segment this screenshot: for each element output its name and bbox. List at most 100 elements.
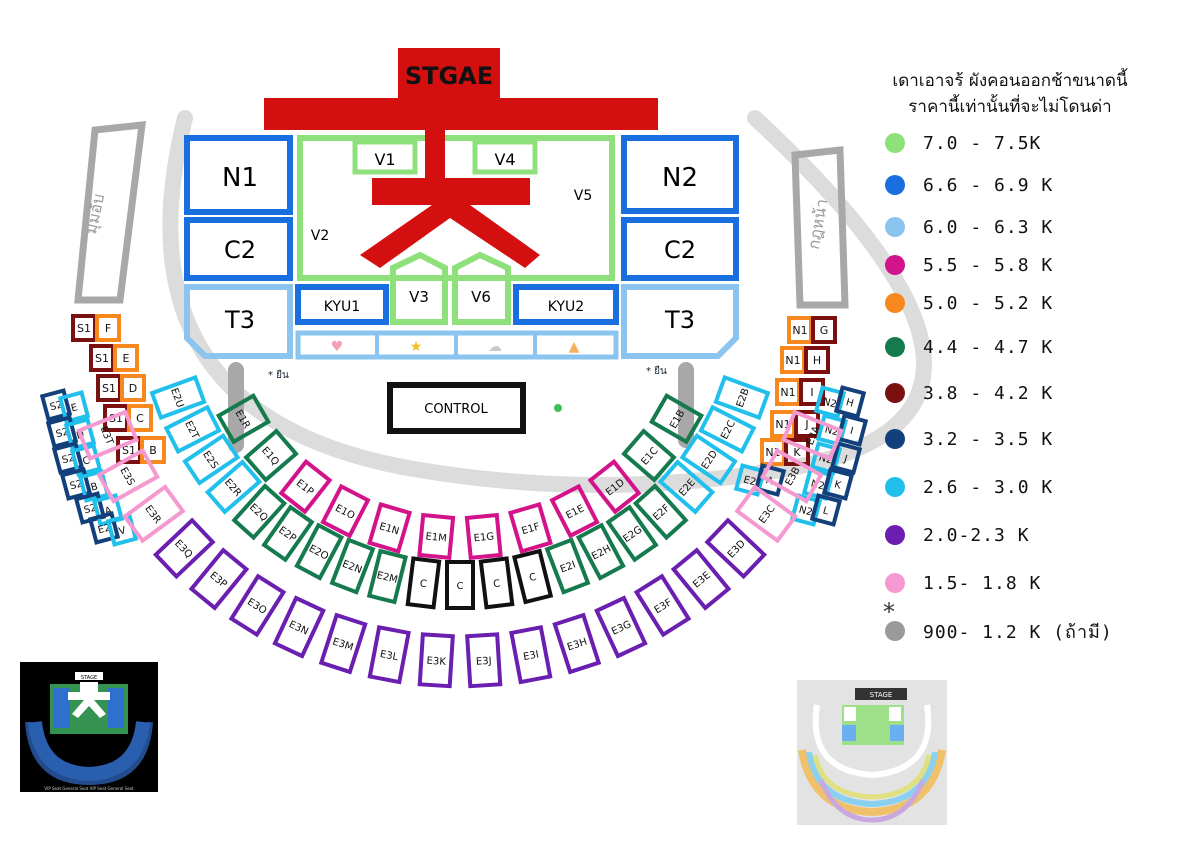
- section-right-inner-orange[interactable]: N1: [787, 316, 813, 344]
- stage-label: STGAE: [405, 62, 493, 90]
- section-c2-right[interactable]: [621, 217, 739, 281]
- section-e3[interactable]: E3N: [272, 595, 326, 659]
- section-e3[interactable]: E3O: [228, 573, 287, 638]
- section-e3-outline: [633, 573, 692, 638]
- section-e1[interactable]: E1E: [549, 483, 600, 539]
- section-n1[interactable]: [184, 135, 293, 215]
- section-e2[interactable]: C: [405, 556, 442, 610]
- section-left-inner-orange-outline: [120, 374, 146, 402]
- section-e2-label: E2B: [735, 387, 752, 409]
- section-right-inner-orange[interactable]: N1: [780, 346, 806, 374]
- legend-row: 6.0 - 6.3 K: [885, 212, 1053, 242]
- section-n2[interactable]: [621, 135, 739, 214]
- side-zone-left[interactable]: [74, 121, 147, 304]
- section-c2-left[interactable]: [184, 217, 293, 281]
- section-e3[interactable]: E3M: [318, 612, 368, 675]
- section-e3[interactable]: E3H: [552, 612, 602, 675]
- section-v1[interactable]: [352, 139, 418, 175]
- section-e1[interactable]: E1F: [507, 501, 553, 554]
- section-kyu1-label: KYU1: [324, 299, 360, 315]
- section-right-inner-maroon[interactable]: H: [804, 346, 830, 374]
- section-left-inner-orange[interactable]: F: [95, 314, 121, 342]
- section-left-inner-maroon[interactable]: S1: [71, 314, 97, 342]
- legend-swatch: [885, 429, 905, 449]
- section-e3-outline: [228, 573, 287, 638]
- section-t3-right[interactable]: [621, 284, 739, 359]
- section-left-inner-orange[interactable]: E: [113, 344, 139, 372]
- section-e2-label: E2U: [168, 387, 185, 410]
- section-e1[interactable]: E1G: [464, 512, 503, 560]
- section-e3-label: E3N: [287, 619, 310, 638]
- section-e1[interactable]: E1O: [320, 483, 371, 539]
- section-e1-outline: [215, 393, 272, 445]
- section-e2[interactable]: E2M: [366, 548, 409, 605]
- section-left-inner-maroon[interactable]: S1: [89, 344, 115, 372]
- section-t3-left[interactable]: [184, 284, 293, 359]
- section-right-outer-cyan[interactable]: N2: [813, 385, 847, 419]
- section-e1-outline: [648, 393, 705, 445]
- section-e3[interactable]: E3P: [188, 547, 250, 611]
- section-e1[interactable]: E1N: [367, 501, 413, 554]
- section-left-inner-orange[interactable]: D: [120, 374, 146, 402]
- section-e3[interactable]: E3K: [417, 632, 455, 689]
- side-zone-right[interactable]: [791, 146, 849, 309]
- section-e2[interactable]: C: [478, 556, 515, 610]
- section-e3[interactable]: E3S: [96, 447, 161, 504]
- section-left-outer-cyan-label: B: [90, 481, 100, 493]
- thumbnail-left-stage-label: STAGE: [81, 675, 97, 681]
- section-right-inner-orange[interactable]: N1: [775, 378, 801, 406]
- section-v3[interactable]: [390, 251, 448, 325]
- section-e3[interactable]: E3E: [670, 547, 732, 611]
- standing-note-right: * ยืน: [646, 365, 667, 377]
- section-e1[interactable]: E1D: [587, 458, 642, 515]
- section-e3-outline: [780, 409, 844, 462]
- section-e3[interactable]: E3I: [509, 624, 553, 685]
- section-right-inner-maroon[interactable]: K: [784, 438, 810, 466]
- section-left-inner-maroon[interactable]: S1: [96, 374, 122, 402]
- section-right-outer-navy[interactable]: H: [833, 385, 867, 419]
- section-e1-outline: [417, 512, 456, 560]
- section-left-inner-maroon-label: S1: [122, 444, 136, 457]
- section-e3[interactable]: E3G: [594, 595, 648, 659]
- section-right-inner-maroon[interactable]: J: [794, 410, 820, 438]
- section-right-outer-navy[interactable]: K: [821, 467, 855, 501]
- section-left-outer-navy-outline: [87, 511, 121, 545]
- section-right-outer-navy[interactable]: J: [829, 441, 863, 475]
- section-e1-outline: [367, 501, 413, 554]
- section-left-inner-maroon-label: S1: [102, 382, 116, 395]
- section-e2-outline: [231, 483, 288, 541]
- section-e2[interactable]: C: [511, 548, 554, 605]
- section-right-outer-navy[interactable]: I: [835, 413, 869, 447]
- section-left-outer-cyan[interactable]: E: [57, 390, 91, 424]
- section-v6[interactable]: [452, 251, 511, 325]
- section-e3[interactable]: E3F: [633, 573, 692, 638]
- section-left-inner-orange-label: D: [129, 382, 137, 395]
- section-kyu2[interactable]: [513, 284, 619, 325]
- section-right-inner-maroon-label: H: [813, 354, 821, 367]
- section-e2-outline: [261, 504, 315, 563]
- section-right-inner-maroon[interactable]: G: [811, 316, 837, 344]
- section-e3[interactable]: E3J: [465, 632, 503, 689]
- section-e2-label: E2T: [182, 419, 201, 442]
- section-e1-outline: [507, 501, 553, 554]
- section-e1[interactable]: E1P: [278, 458, 333, 515]
- section-kyu1[interactable]: [295, 284, 389, 325]
- section-right-outer-cyan[interactable]: E2: [733, 463, 767, 497]
- section-right-outer-navy[interactable]: L: [809, 493, 843, 527]
- section-e1[interactable]: E1M: [417, 512, 456, 560]
- section-right-outer-navy-label: J: [842, 453, 849, 465]
- section-right-outer-cyan-label: E2: [742, 474, 757, 488]
- section-e3[interactable]: E3Q: [152, 517, 216, 580]
- section-e2[interactable]: E2N: [329, 537, 376, 595]
- section-right-inner-maroon-outline: [804, 346, 830, 374]
- section-n1-label: N1: [222, 163, 258, 193]
- section-e3[interactable]: E3L: [367, 624, 411, 685]
- section-left-outer-cyan-label: V: [118, 525, 128, 537]
- section-right-outer-cyan-outline: [813, 385, 847, 419]
- section-e3[interactable]: E3D: [704, 517, 768, 580]
- section-e3-outline: [96, 447, 161, 504]
- section-e3[interactable]: E3C: [734, 484, 799, 544]
- section-e2[interactable]: E2I: [544, 537, 591, 595]
- section-v4[interactable]: [472, 139, 538, 175]
- section-e2[interactable]: C: [445, 560, 475, 610]
